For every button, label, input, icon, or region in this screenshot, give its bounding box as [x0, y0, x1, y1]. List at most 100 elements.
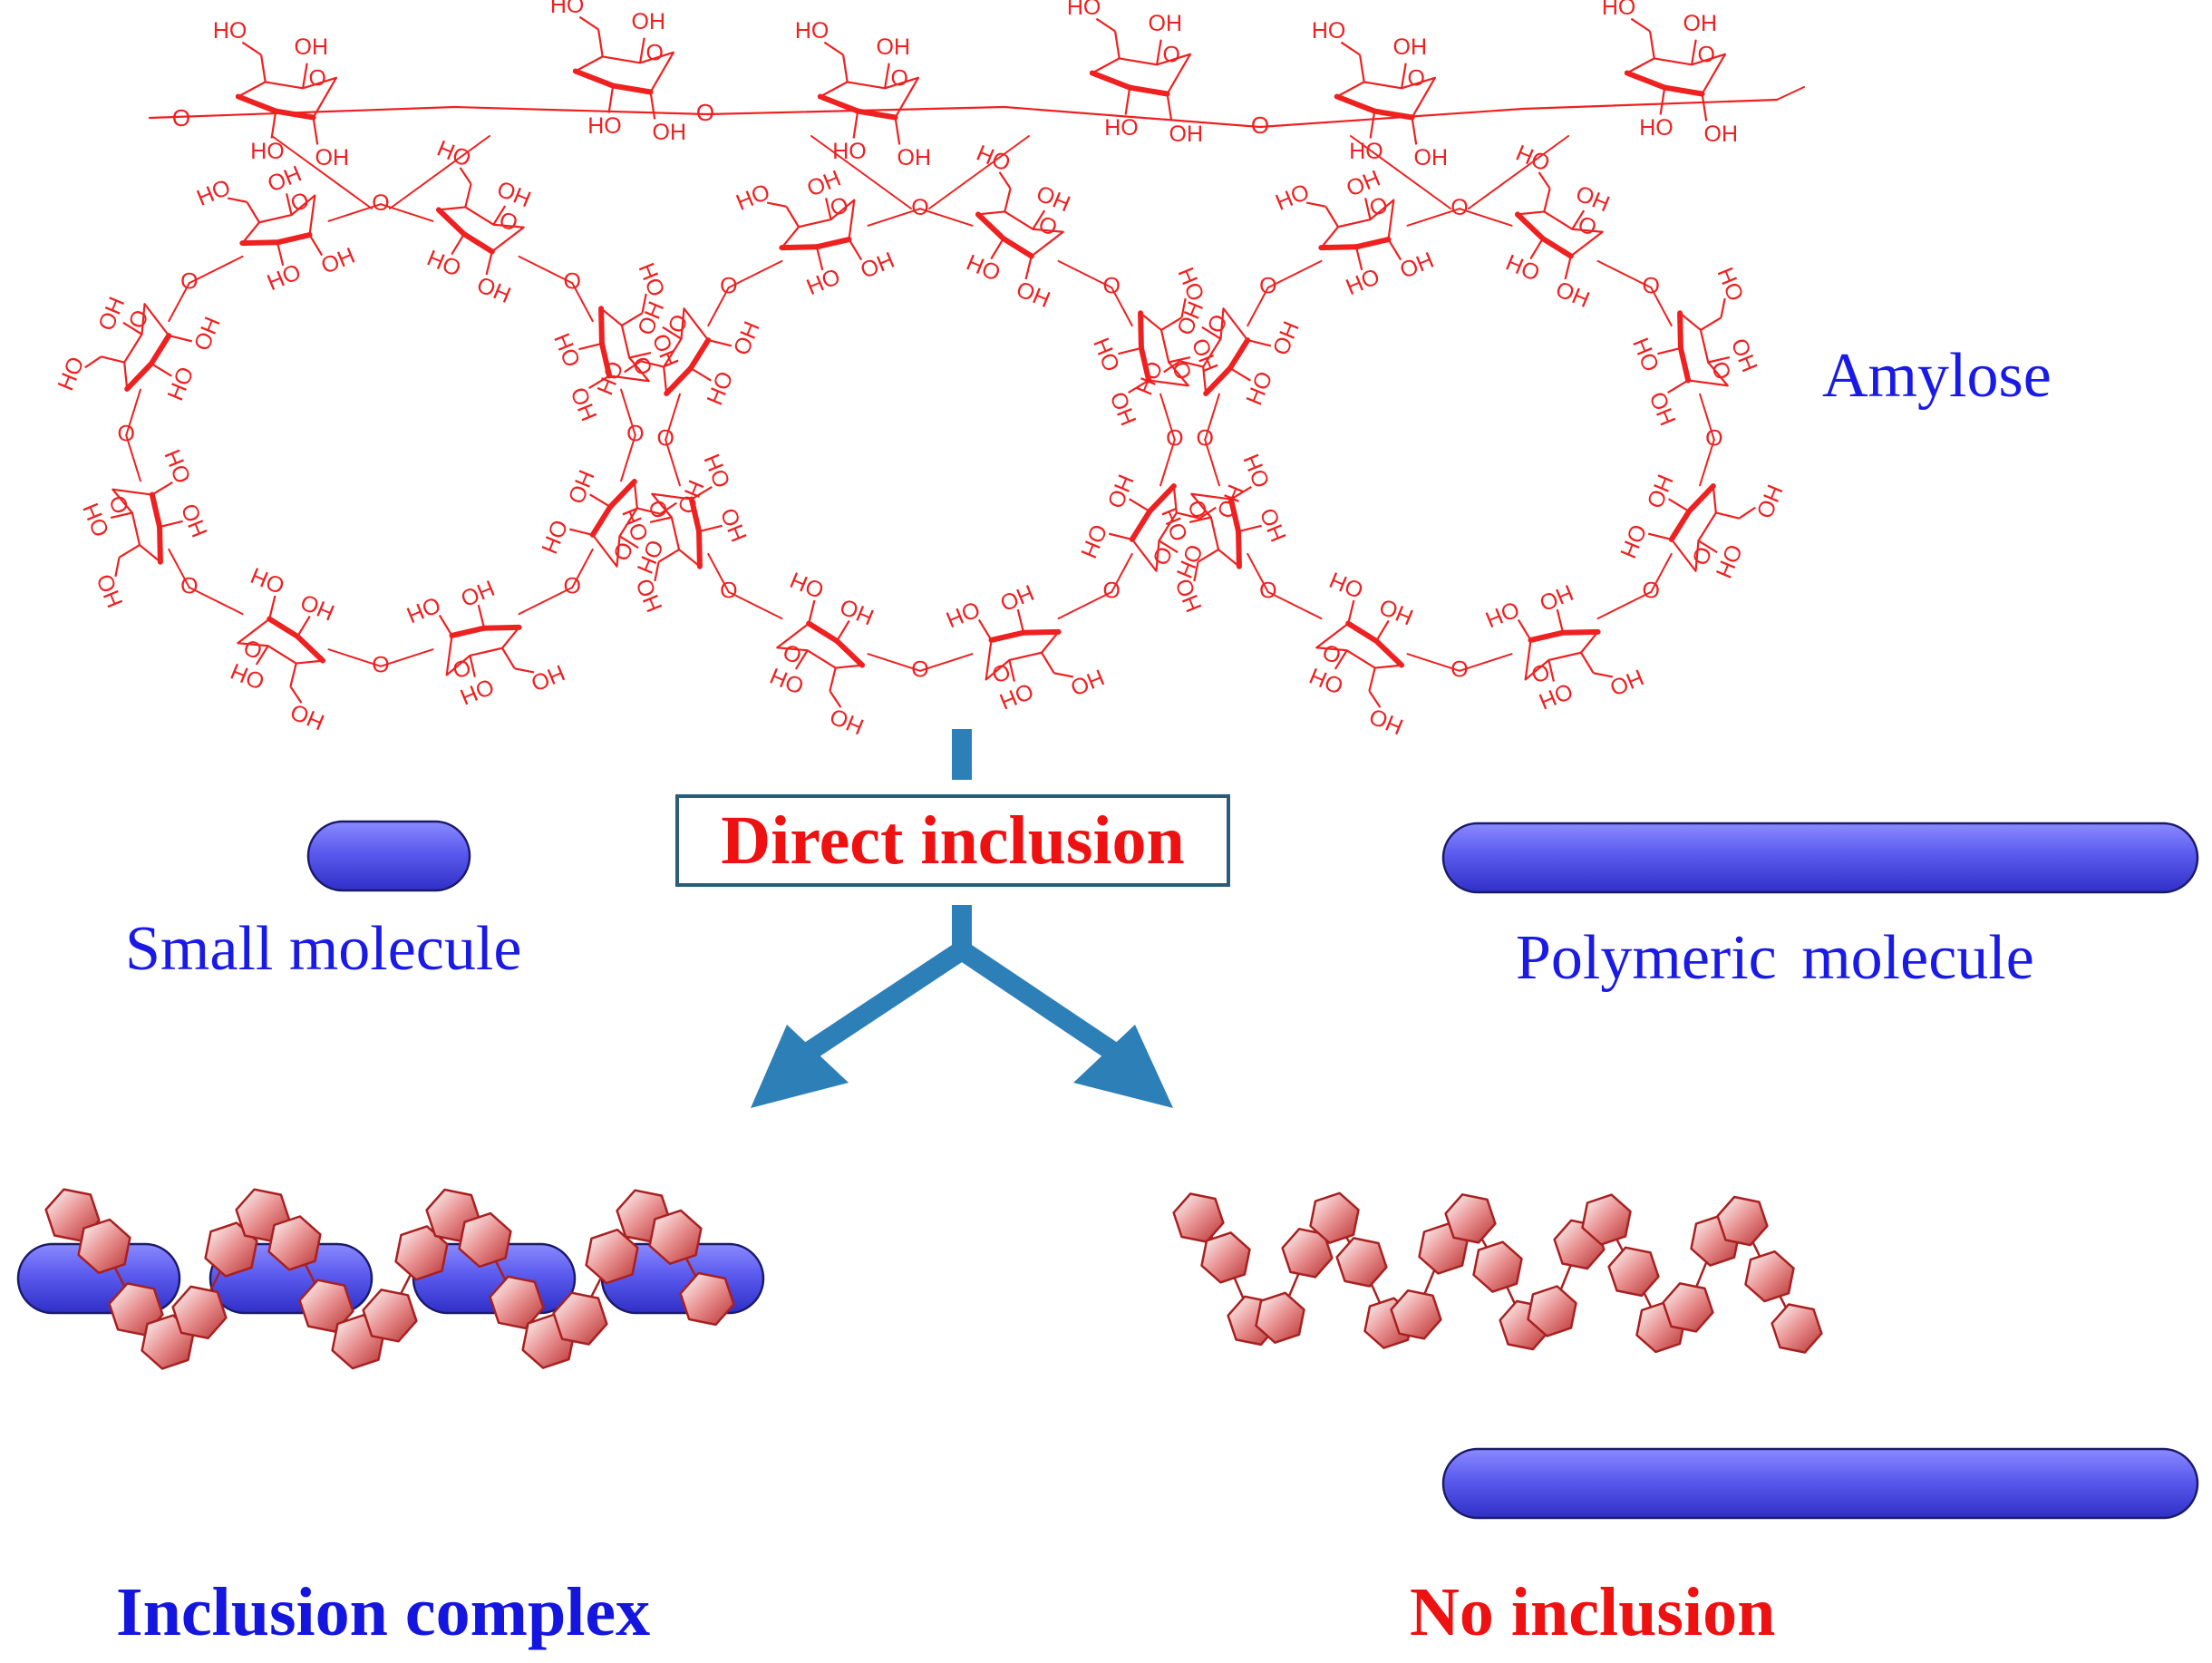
bond: [621, 312, 644, 326]
wedge-bond: [589, 503, 614, 538]
bond: [1229, 367, 1251, 382]
glycosidic-bond: [1406, 653, 1460, 672]
wedge-bond: [157, 524, 163, 565]
bond: [766, 201, 787, 208]
wedge-bond: [449, 625, 488, 638]
wedge-bond: [572, 68, 616, 89]
ring-oxygen: O: [890, 66, 907, 92]
bond: [1359, 54, 1365, 83]
glycosidic-bond: [1596, 590, 1653, 620]
helix-unit: [1390, 1289, 1442, 1340]
wedge-bond: [295, 633, 326, 664]
wedge-bond: [1539, 236, 1574, 259]
bond: [1168, 355, 1191, 364]
glycosidic-oxygen: O: [563, 574, 580, 599]
bond: [260, 54, 267, 83]
bond: [101, 355, 125, 364]
bond: [1237, 524, 1262, 533]
glycosidic-oxygen: O: [372, 652, 389, 677]
wedge-bond: [813, 237, 852, 250]
bond: [1024, 256, 1033, 280]
bond: [514, 667, 535, 674]
bond: [1016, 608, 1025, 633]
wedge-bond: [1089, 70, 1133, 91]
hydroxyl-label: OH: [653, 120, 686, 145]
wedge-bond: [148, 333, 172, 367]
hydroxyl-label: OH: [877, 34, 910, 60]
arrow-stem-top: [952, 729, 972, 780]
glycosidic-bond: [327, 203, 382, 222]
bond: [1180, 297, 1187, 318]
wedge-bond: [817, 93, 861, 114]
wedge-bond: [1236, 529, 1242, 569]
free-helix: [1172, 1191, 1823, 1354]
helix-unit: [1744, 1250, 1795, 1303]
bond: [1008, 659, 1015, 682]
wedge-bond: [239, 239, 280, 247]
ring-oxygen: O: [645, 41, 663, 66]
bond: [624, 360, 642, 374]
helix-unit: [1200, 1231, 1251, 1284]
glycosidic-oxygen: O: [911, 195, 928, 220]
bond: [1201, 326, 1222, 340]
glycosidic-bond: [380, 648, 434, 667]
bond: [1108, 532, 1133, 540]
bond: [270, 111, 277, 139]
bond: [894, 117, 901, 145]
arrow-stem-bottom: [952, 905, 972, 952]
glycosidic-bond: [1266, 259, 1323, 289]
bond: [662, 326, 683, 340]
glycosidic-bond: [1350, 135, 1451, 209]
wedge-bond: [267, 616, 301, 639]
bond: [1324, 206, 1339, 228]
wedge-bond: [1353, 237, 1392, 250]
helix-unit: [394, 1225, 449, 1281]
bond: [451, 233, 465, 256]
glycosidic-bond: [620, 388, 636, 436]
wedge-bond: [1147, 483, 1177, 514]
glycosidic-oxygen: O: [180, 574, 198, 599]
glycosidic-oxygen: O: [172, 104, 190, 131]
glycosidic-bond: [919, 208, 974, 227]
wedge-bond: [1227, 337, 1251, 372]
bond: [308, 234, 324, 257]
glycosidic-bond: [380, 203, 434, 222]
bond: [707, 339, 732, 347]
glycosidic-oxygen: O: [563, 269, 580, 295]
hydroxyl-label: HO: [795, 18, 829, 44]
arrow-branch-right: [956, 941, 1120, 1061]
hydroxyl-label: OH: [1169, 122, 1203, 147]
glycosidic-bond: [125, 434, 141, 482]
bond: [1334, 649, 1348, 670]
wedge-bond: [598, 340, 613, 379]
polymeric-molecule-rod: [1441, 822, 2199, 894]
wedge-bond: [481, 624, 522, 631]
wedge-bond: [834, 637, 866, 668]
bond: [641, 293, 647, 314]
bond: [1156, 39, 1162, 65]
hydroxyl-label: OH: [1149, 11, 1182, 36]
hydroxyl-label: HO: [1067, 0, 1101, 20]
hydroxyl-label: HO: [213, 18, 247, 44]
bond: [1369, 111, 1376, 139]
bond: [808, 599, 816, 624]
bond: [159, 520, 183, 529]
bond: [151, 481, 173, 496]
bond: [1118, 346, 1142, 355]
free-polymer-rod: [1441, 1447, 2199, 1520]
bond: [654, 561, 660, 582]
hydroxyl-label: OH: [632, 9, 665, 34]
wedge-bond: [1334, 93, 1378, 114]
wedge-bond: [855, 108, 898, 121]
glycosidic-bond: [1057, 590, 1113, 620]
glycosidic-bond: [727, 590, 783, 620]
glycosidic-oxygen: O: [372, 190, 389, 216]
glycosidic-bond: [1468, 135, 1569, 209]
wedge-bond: [1203, 365, 1233, 396]
hydroxyl-label: OH: [315, 145, 349, 170]
bond: [884, 63, 890, 89]
bond: [1163, 360, 1181, 374]
amylose-label: Amylose: [1822, 341, 2052, 411]
hydroxyl-label: HO: [550, 0, 584, 18]
